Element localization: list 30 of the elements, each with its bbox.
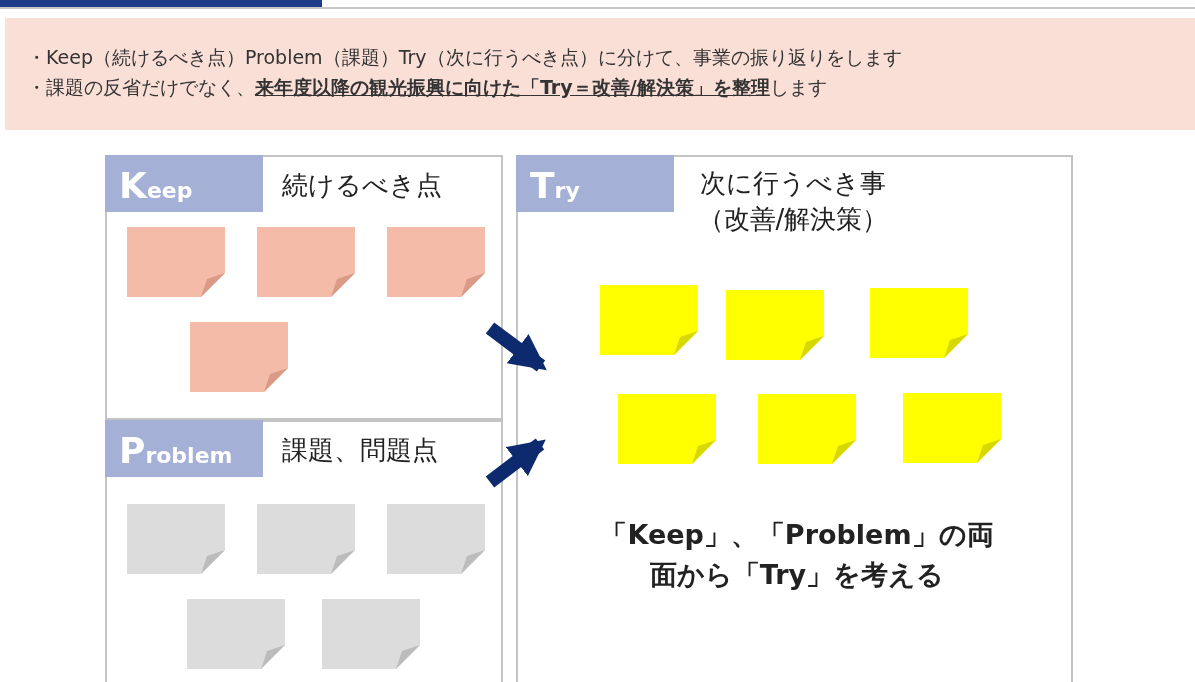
panel: [105, 155, 503, 420]
sticky-note: [257, 504, 355, 574]
bullet-text: ・Keep（続けるべき点）Problem（課題）Try（次に行うべき点）に分けて、事業の振り返りをします: [27, 45, 903, 70]
note-box: [5, 18, 1195, 130]
sticky-note: [257, 227, 355, 297]
sticky-note: [322, 599, 420, 669]
sticky-note: [758, 394, 856, 464]
panel-tag: Keep: [105, 155, 263, 212]
panel-title: 次に行うべき事（改善/解決策）: [696, 167, 890, 236]
sticky-note: [387, 227, 485, 297]
sticky-note: [903, 393, 1001, 463]
sticky-note: [870, 288, 968, 358]
panel-title: 課題、問題点: [282, 434, 438, 467]
panel: [516, 155, 1073, 682]
sticky-note: [726, 290, 824, 360]
sticky-note: [190, 322, 288, 392]
panel: [105, 420, 503, 682]
panel-tag: Problem: [105, 420, 263, 477]
bullet-text: ・課題の反省だけでなく、来年度以降の観光振興に向けた「Try＝改善/解決策」を整理します: [27, 75, 828, 100]
sticky-note: [600, 285, 698, 355]
sticky-note: [387, 504, 485, 574]
arrow: [485, 438, 546, 488]
sticky-note: [127, 227, 225, 297]
sticky-note: [187, 599, 285, 669]
arrow: [485, 322, 547, 372]
panel-tag: Try: [516, 155, 674, 212]
panel-title: 続けるべき点: [282, 169, 442, 202]
sticky-note: [618, 394, 716, 464]
try-message: 「Keep」、「Problem」の両面から「Try」を考える: [599, 518, 995, 592]
sticky-note: [127, 504, 225, 574]
